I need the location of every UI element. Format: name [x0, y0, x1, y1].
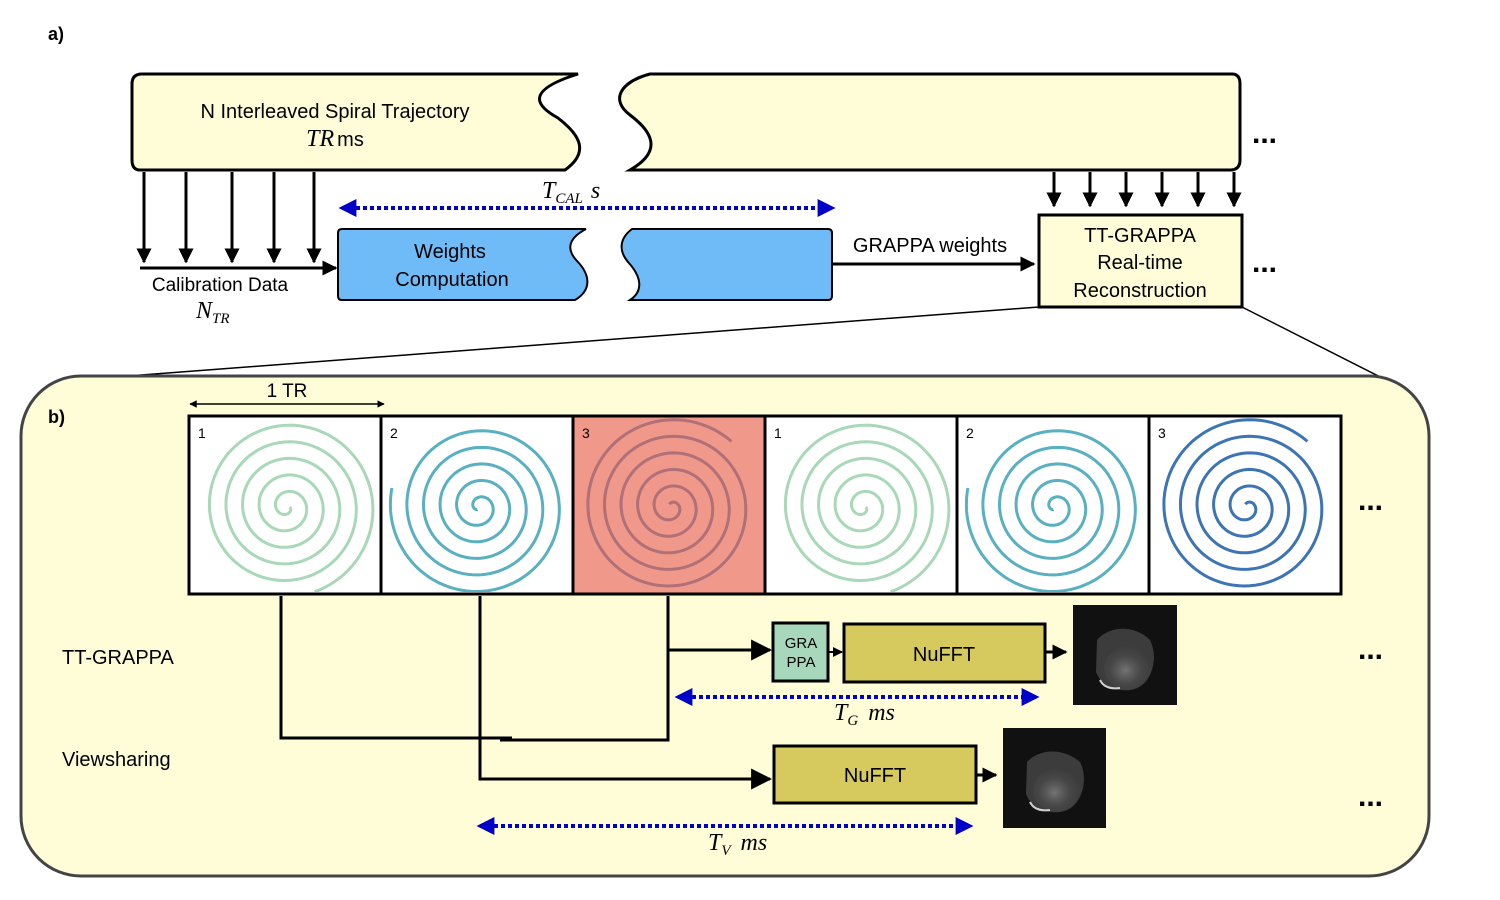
nufft-label-ttgrappa: NuFFT [913, 644, 975, 666]
n-tr-label: NTR [195, 298, 230, 327]
spiral-trajectory [1162, 418, 1324, 588]
recon-line3: Reconstruction [1073, 280, 1206, 302]
spiral-trajectory [783, 423, 951, 592]
grappa-line1: GRA [785, 635, 818, 652]
weights-line1: Weights [414, 241, 486, 263]
recon-input-arrows [1046, 172, 1242, 208]
frame-background [955, 414, 1151, 596]
frame-background [1147, 414, 1343, 596]
calibration-data-label: Calibration Data [152, 275, 289, 296]
row-label-viewsharing: Viewsharing [62, 749, 171, 771]
ellipsis-frames: ... [1358, 484, 1383, 517]
frame-number: 2 [390, 425, 398, 441]
nufft-label-viewsharing: NuFFT [844, 765, 906, 787]
recon-line2: Real-time [1097, 252, 1183, 274]
spiral-frame: 3 [1147, 414, 1343, 596]
frame-background [571, 414, 767, 596]
ellipsis-ttgrappa: ... [1358, 633, 1383, 666]
tr-label: 1 TR [267, 381, 308, 402]
spiral-trajectory [586, 418, 748, 588]
frame-number: 3 [1158, 425, 1166, 441]
nufft-box-viewsharing [772, 744, 978, 805]
frame-background [379, 414, 575, 596]
panel-b-label: b) [48, 407, 65, 427]
frame-number: 2 [966, 425, 974, 441]
calibration-arrows [136, 172, 338, 276]
mri-image-viewsharing [1003, 728, 1106, 828]
spiral-trajectory [388, 429, 561, 592]
spiral-trajectory [964, 429, 1137, 592]
grappa-weights-label: GRAPPA weights [853, 235, 1007, 257]
spiral-trajectory [207, 423, 375, 592]
spiral-frame: 2 [955, 414, 1151, 596]
grappa-box [771, 621, 830, 683]
recon-line1: TT-GRAPPA [1084, 225, 1197, 247]
zoom-line-right [1241, 306, 1399, 387]
frame-connectors [279, 596, 773, 790]
zoom-line-left [127, 306, 1040, 377]
ellipsis-top: ... [1252, 117, 1277, 150]
mri-image-ttgrappa [1073, 605, 1177, 705]
spiral-frame: 2 [379, 414, 575, 596]
frame-number: 3 [582, 425, 590, 441]
trajectory-title: N Interleaved Spiral Trajectory [200, 101, 469, 123]
spiral-frame: 1 [187, 414, 383, 596]
ellipsis-viewsharing: ... [1358, 780, 1383, 813]
spiral-frame: 3 [571, 414, 767, 596]
row-label-ttgrappa: TT-GRAPPA [62, 647, 175, 669]
spiral-frames: 1 2 3 1 2 3 [187, 414, 1343, 596]
trajectory-box-left [130, 72, 582, 172]
weights-box-right [620, 228, 833, 301]
trajectory-box-right [618, 72, 1242, 172]
ellipsis-middle: ... [1252, 246, 1277, 279]
recon-box [1037, 213, 1244, 309]
frame-number: 1 [774, 425, 782, 441]
nufft-box-ttgrappa [842, 622, 1047, 684]
weights-line2: Computation [395, 269, 508, 291]
spiral-frame: 1 [763, 414, 959, 596]
grappa-line2: PPA [787, 654, 816, 671]
weights-box-left [337, 228, 589, 301]
panel-a-label: a) [48, 24, 64, 44]
frame-number: 1 [198, 425, 206, 441]
